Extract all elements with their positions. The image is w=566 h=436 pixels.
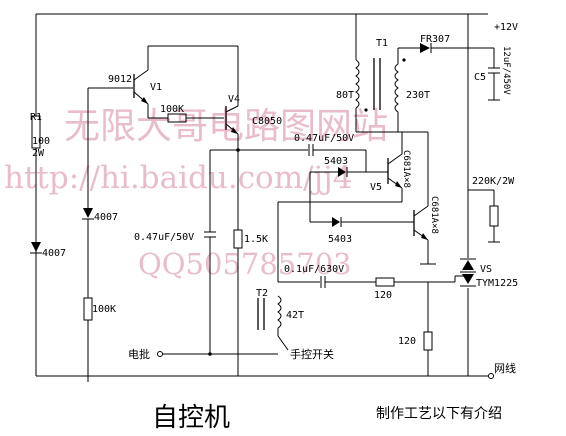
label-diode-5403-a: 5403 — [324, 156, 348, 167]
component-labels: 9012 V1 100K V4 C8050 R1 100 2W 4007 400… — [30, 22, 518, 433]
t1-transformer — [355, 14, 428, 133]
label-v5: V5 — [370, 182, 382, 193]
battery-terminal — [157, 351, 274, 357]
gate-drive — [278, 276, 456, 376]
label-c5-value: 12uF/450V — [501, 46, 511, 95]
label-r1-value: 100 — [32, 136, 50, 147]
label-coupling-cap: 0.47uF/50V — [294, 133, 354, 144]
label-80t: 80T — [336, 90, 354, 101]
v4-transistor — [225, 105, 240, 152]
v1-v4-top-wiring — [148, 45, 239, 123]
label-v4: V4 — [228, 94, 240, 105]
t2-transformer — [257, 295, 289, 355]
mains-terminal — [488, 373, 494, 379]
label-r1: R1 — [30, 112, 42, 123]
rotated-labels: C681A×8 C681A×8 12uF/450V — [401, 46, 511, 234]
label-v5-part: C681A×8 — [401, 150, 411, 188]
label-t2: T2 — [256, 288, 268, 299]
label-t1: T1 — [376, 38, 388, 49]
label-left-diode: 4007 — [42, 248, 66, 259]
label-v4-part: C8050 — [252, 116, 282, 127]
v5-v6-wiring — [277, 172, 414, 282]
label-v1: V1 — [150, 82, 162, 93]
label-fr307: FR307 — [420, 34, 450, 45]
diagram-title: 自控机 — [152, 403, 230, 433]
label-220k: 220K/2W — [472, 176, 515, 187]
label-v6-part: C681A×8 — [429, 196, 439, 234]
label-tym1225: TYM1225 — [476, 278, 518, 289]
label-r1-power: 2W — [32, 148, 45, 159]
label-mains: 网线 — [494, 361, 516, 375]
label-100k-mid: 100K — [92, 304, 116, 315]
coupling-capacitor — [238, 144, 388, 173]
label-mid-diode: 4007 — [94, 212, 118, 223]
label-12v: +12V — [494, 22, 518, 33]
v1-transistor — [133, 46, 149, 118]
label-v1-part: 9012 — [108, 74, 132, 85]
label-42t: 42T — [286, 310, 304, 321]
label-230t: 230T — [406, 90, 430, 101]
outer-wiring — [35, 13, 488, 377]
resistor-220k — [468, 189, 500, 243]
label-cap-047: 0.47uF/50V — [134, 232, 194, 243]
label-c5: C5 — [474, 72, 486, 83]
label-manual-switch: 手控开关 — [290, 347, 334, 361]
label-battery: 电批 — [128, 347, 150, 361]
label-vs: VS — [480, 264, 492, 275]
c5-capacitor — [488, 48, 500, 101]
ground-symbol — [228, 354, 248, 377]
branch-4007-100k — [82, 87, 133, 382]
r1-resistor — [31, 115, 41, 149]
label-120-b: 120 — [398, 336, 416, 347]
fr307-diode — [398, 14, 469, 53]
footnote: 制作工艺以下有介绍 — [376, 406, 502, 422]
right-rail — [467, 47, 494, 376]
v6-transistor — [413, 132, 436, 265]
label-cap-630v: 0.1uF/630V — [284, 264, 344, 275]
watermark-qq: QQ505785703 — [138, 247, 352, 281]
label-120-a: 120 — [374, 290, 392, 301]
diode-5403-upper — [310, 167, 366, 177]
label-1-5k: 1.5K — [244, 234, 268, 245]
vs-thyristor — [455, 258, 476, 287]
label-diode-5403-b: 5403 — [328, 234, 352, 245]
v5-transistor — [387, 132, 403, 200]
watermark-url: http://hi.baidu.com/jj4 — [4, 160, 353, 196]
left-4007-diode — [30, 240, 42, 262]
label-100k-top: 100K — [160, 104, 184, 115]
